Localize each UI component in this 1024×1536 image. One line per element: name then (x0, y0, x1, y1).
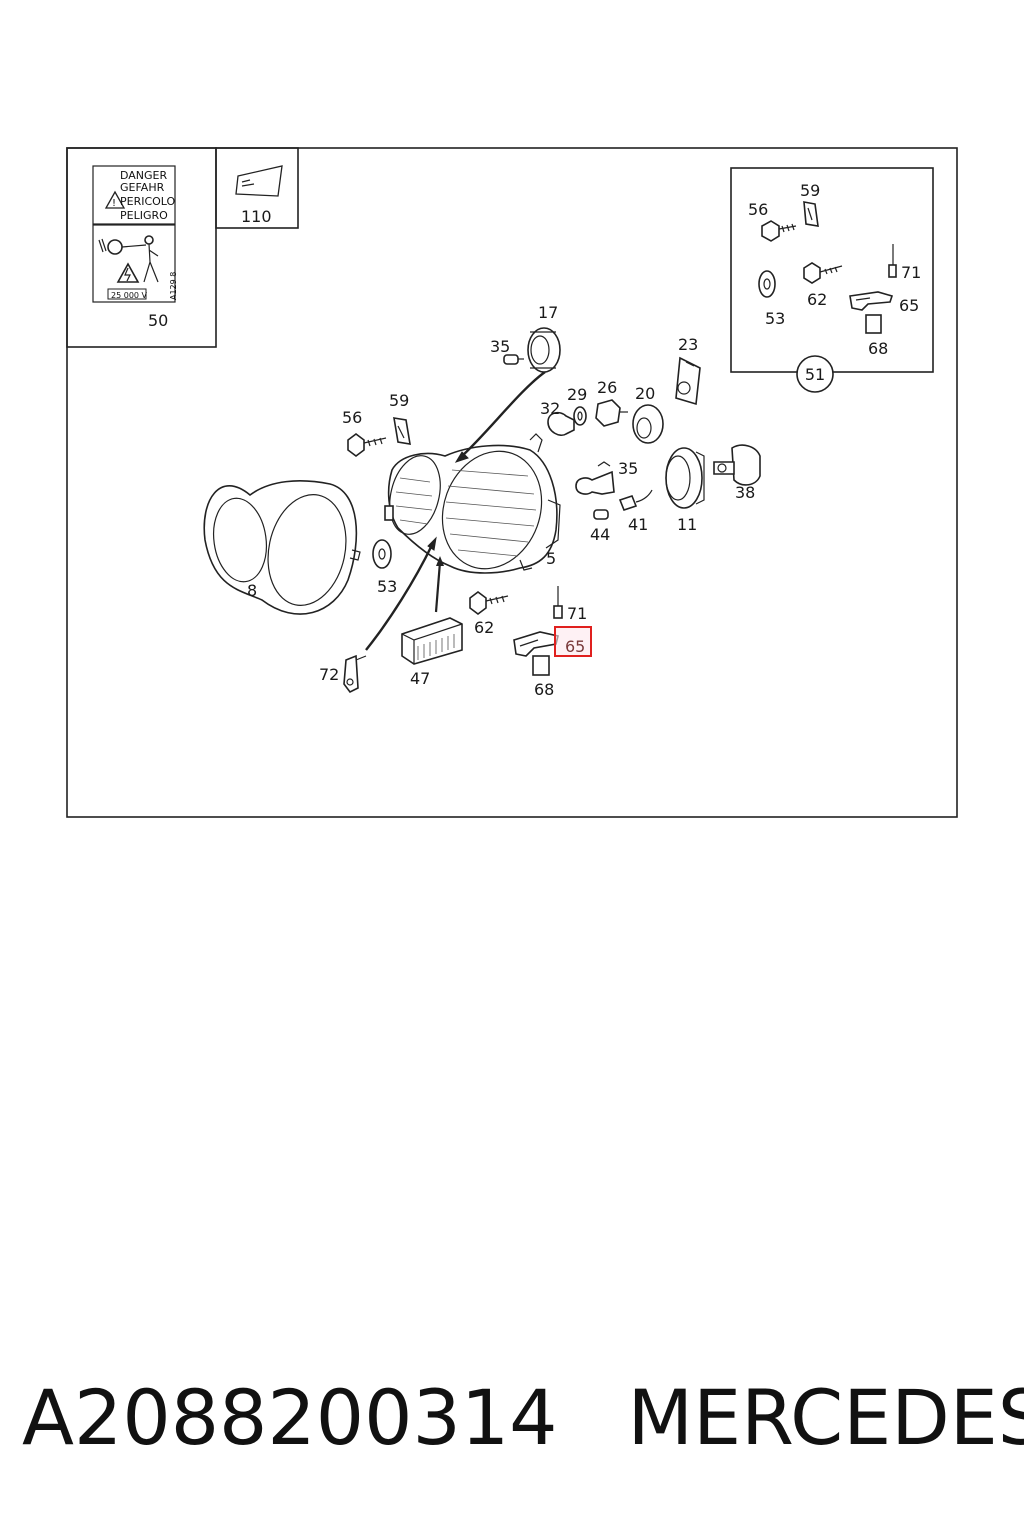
bulb-35 (575, 461, 615, 495)
inset-callout-65: 65 (899, 296, 919, 315)
nut-68 (532, 655, 550, 676)
inset-bracket-65 (849, 291, 894, 311)
inset-callout-68: 68 (868, 339, 888, 358)
pin-71 (553, 586, 563, 619)
headlamp-housing-5 (384, 433, 561, 574)
inset-washer-53 (758, 270, 776, 298)
adjuster-cable-upper (461, 371, 546, 457)
bulb-holder-44 (593, 509, 609, 520)
cap-ring-17 (527, 327, 561, 373)
callout-51: 51 (805, 365, 825, 384)
highlight-box (554, 626, 592, 657)
callout-26: 26 (597, 378, 617, 397)
lamp-ring-11 (665, 447, 705, 509)
callout-17: 17 (538, 303, 558, 322)
inset-callout-71: 71 (901, 263, 921, 282)
inset-callout-56: 56 (748, 200, 768, 219)
warning-line-danger: DANGER (120, 169, 168, 182)
diagram-frame (66, 147, 958, 818)
xenon-bulb-38 (713, 444, 761, 486)
svg-text:!: ! (112, 198, 116, 209)
inset-box: 56 59 71 62 65 53 68 51 (730, 167, 934, 393)
callout-11: 11 (677, 515, 697, 534)
warning-label-box: ! DANGER GEFAHR PERICOLO PELIGRO A129 8 … (66, 147, 217, 348)
high-voltage-pictogram (98, 235, 159, 283)
callout-23: 23 (678, 335, 698, 354)
callout-72: 72 (319, 665, 339, 684)
warning-code: A129 8 (169, 272, 178, 300)
callout-20: 20 (635, 384, 655, 403)
inset-clip-59 (803, 201, 819, 227)
warning-voltage: 25 000 V (111, 291, 148, 300)
socket-20 (632, 404, 664, 444)
washer-53 (372, 539, 392, 569)
washer-29 (573, 406, 587, 426)
inset-pin-71 (888, 244, 897, 278)
small-bulb-35-top (503, 354, 524, 365)
inset-number-circle (796, 355, 834, 393)
warning-line-gefahr: GEFAHR (120, 181, 165, 194)
callout-68: 68 (534, 680, 554, 699)
callout-50: 50 (148, 311, 168, 330)
footer: A2088200314 MERCEDES (22, 1368, 1024, 1468)
brand-name: MERCEDES (627, 1373, 1024, 1462)
warning-triangle-icon (104, 190, 126, 209)
callout-110: 110 (241, 207, 272, 226)
bracket-65 (513, 631, 559, 657)
callout-38: 38 (735, 483, 755, 502)
socket-26 (595, 399, 628, 427)
connector-23 (675, 356, 701, 406)
clip-59 (393, 417, 411, 445)
bracket-72 (343, 654, 367, 694)
callout-56: 56 (342, 408, 362, 427)
inset-callout-53: 53 (765, 309, 785, 328)
warning-line-pericolo: PERICOLO (120, 195, 176, 208)
callout-35-top: 35 (490, 337, 510, 356)
bezel-ring-8 (203, 480, 361, 615)
sticker-box: 110 (215, 147, 299, 229)
callout-65: 65 (565, 637, 585, 656)
callout-53: 53 (377, 577, 397, 596)
callout-8: 8 (247, 581, 257, 600)
inset-callout-62: 62 (807, 290, 827, 309)
callout-35: 35 (618, 459, 638, 478)
adjuster-cable-lower (365, 544, 434, 651)
warning-line-peligro: PELIGRO (120, 209, 168, 222)
callout-44: 44 (590, 525, 610, 544)
module-47 (401, 617, 463, 665)
callout-71: 71 (567, 604, 587, 623)
callout-47: 47 (410, 669, 430, 688)
highlighted-callout-65[interactable]: 65 (554, 626, 592, 657)
callout-5: 5 (546, 549, 556, 568)
callout-59: 59 (389, 391, 409, 410)
inset-nut-68 (865, 314, 882, 334)
sticker-icon (235, 165, 283, 197)
inset-callout-59: 59 (800, 181, 820, 200)
callout-62: 62 (474, 618, 494, 637)
callout-32: 32 (540, 399, 560, 418)
lamp-socket-41 (618, 489, 653, 511)
inset-screw-62 (803, 262, 843, 284)
callout-41: 41 (628, 515, 648, 534)
callout-29: 29 (567, 385, 587, 404)
screw-56 (347, 433, 387, 457)
screw-62 (469, 591, 509, 615)
bulb-32 (547, 411, 575, 437)
inset-screw-56 (761, 220, 797, 242)
part-number: A2088200314 (22, 1373, 558, 1462)
